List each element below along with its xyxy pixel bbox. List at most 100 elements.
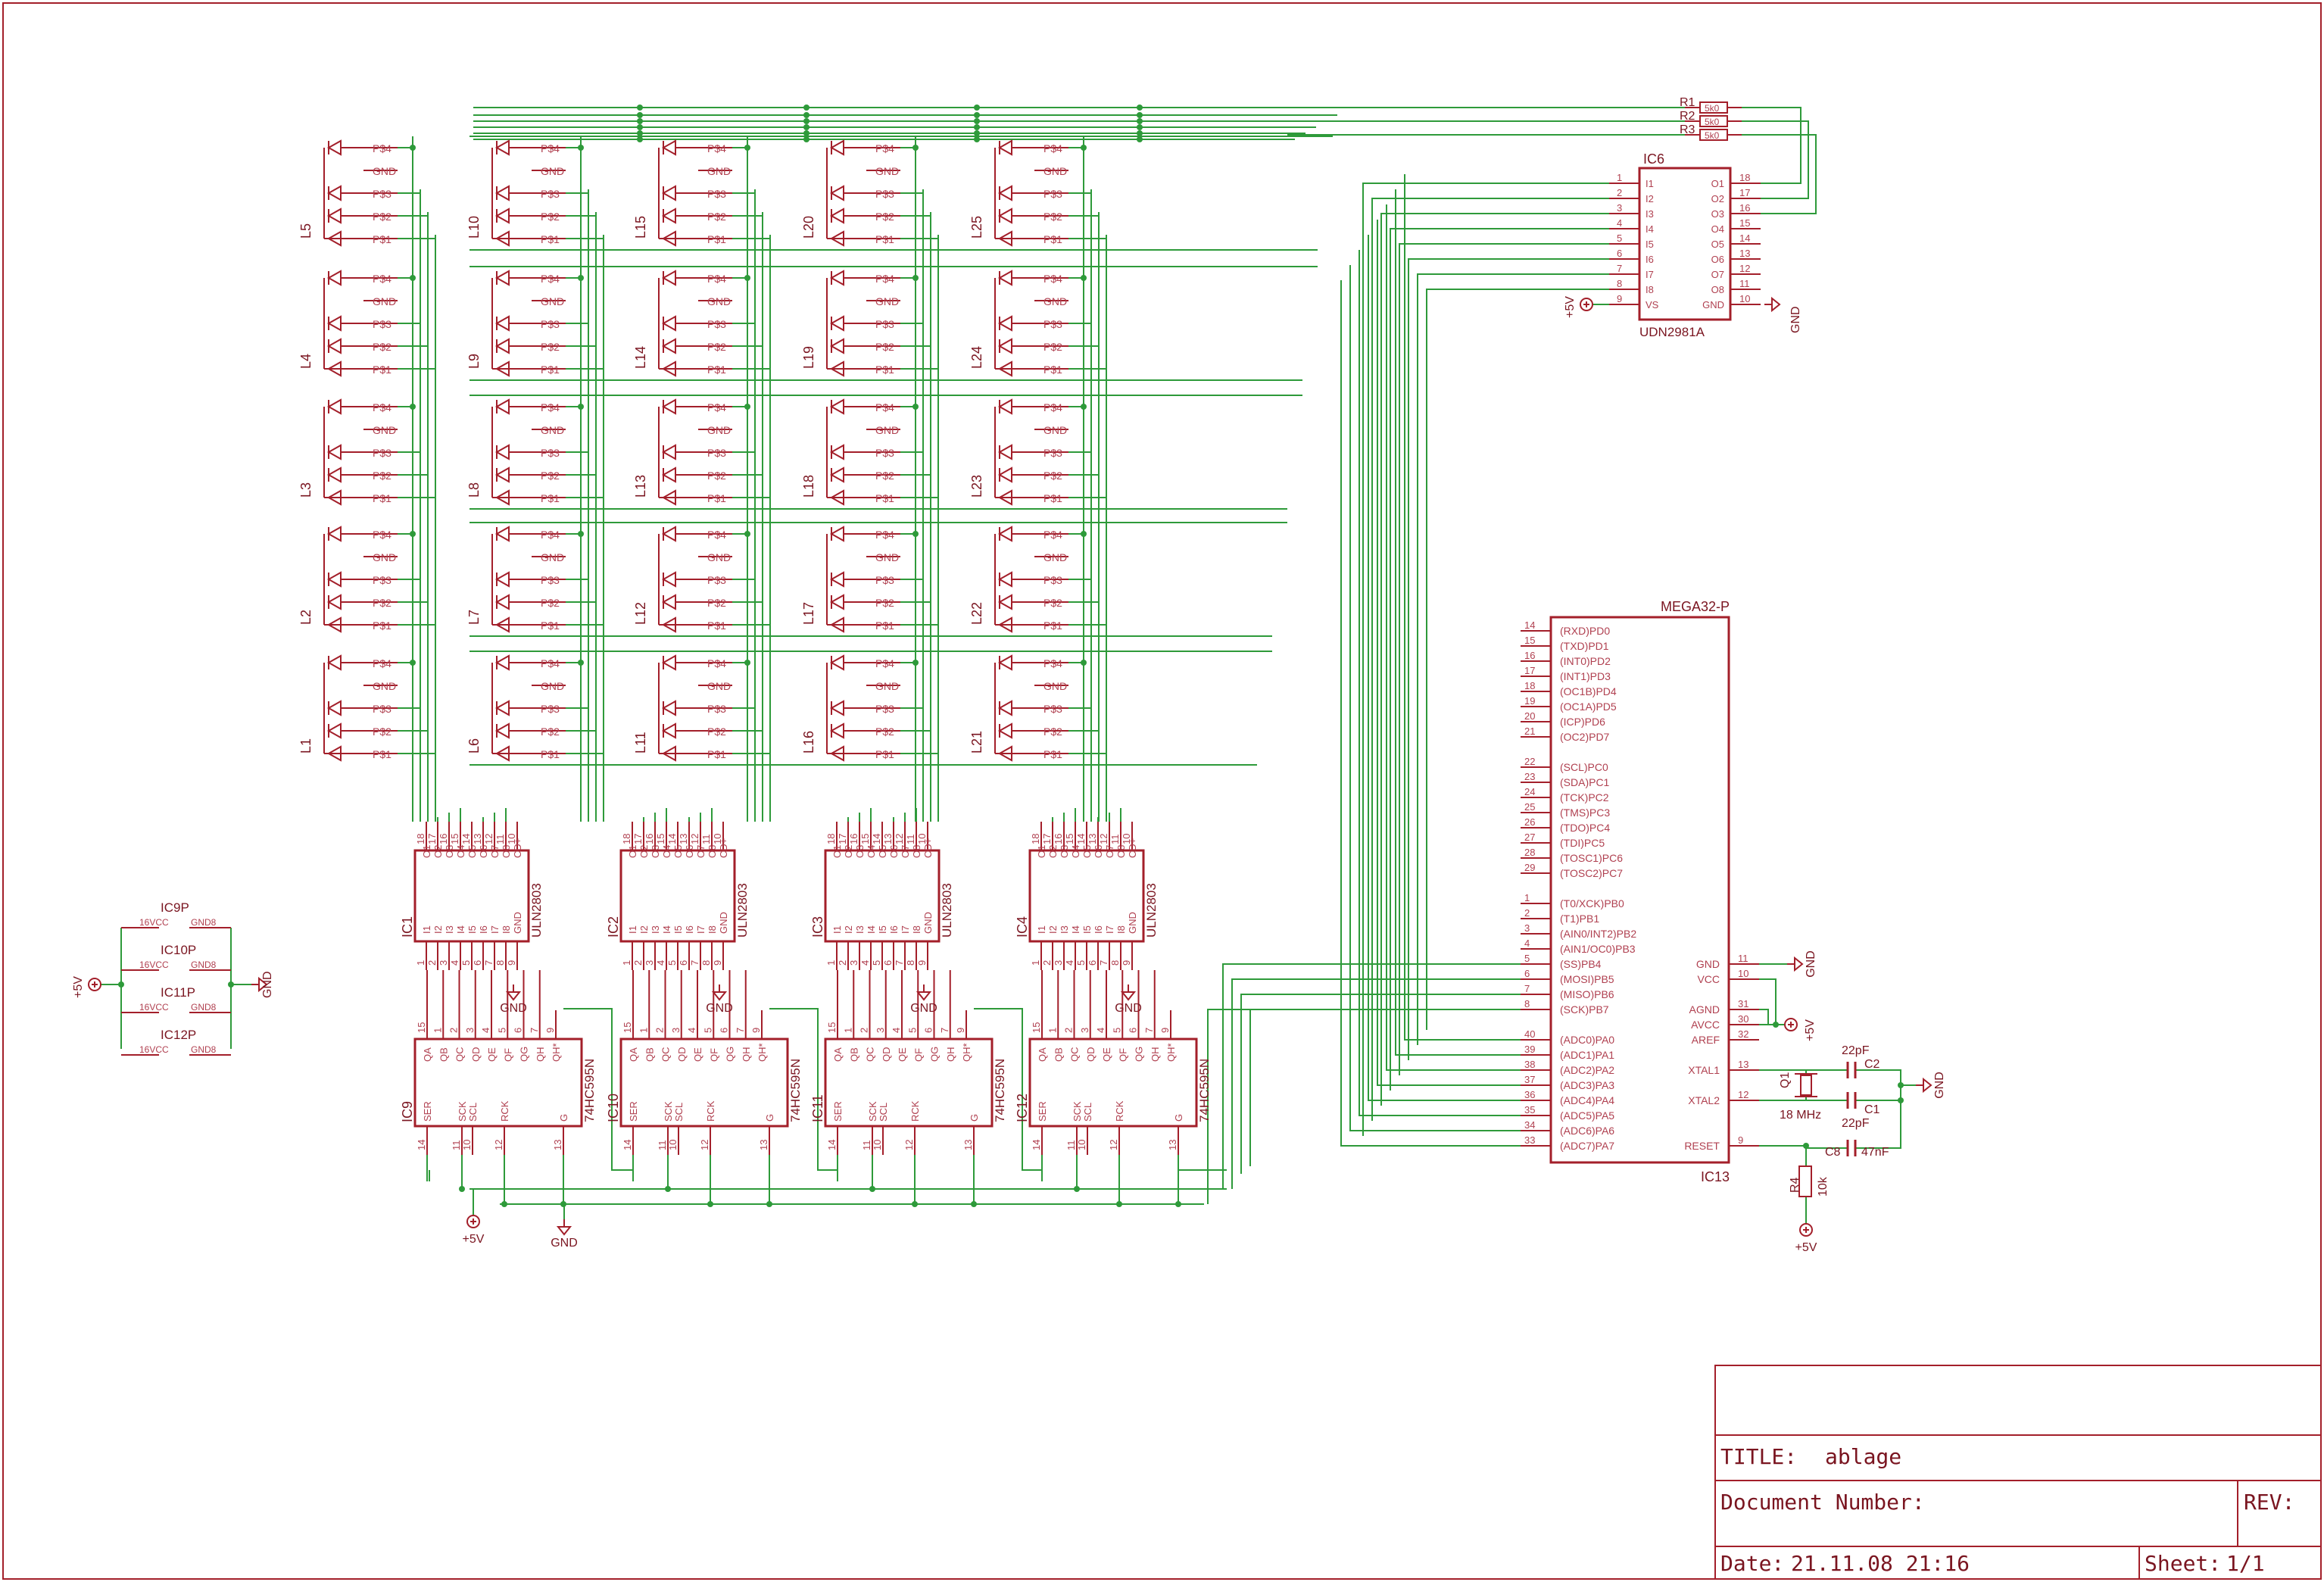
led-pin-label: P$4: [541, 401, 560, 413]
pin-label: I2: [1047, 925, 1059, 934]
led-pin-label: P$4: [707, 401, 726, 413]
led-pin-label: P$1: [373, 748, 391, 760]
led-pin-label: P$4: [541, 657, 560, 669]
wire-segment: [1340, 280, 1521, 1147]
led-pin-label: P$4: [1043, 529, 1062, 541]
pin-label: QH*: [961, 1043, 972, 1062]
pin-label: I1: [421, 925, 432, 934]
diode-triangle: [829, 700, 844, 716]
pin-label: QG: [929, 1047, 941, 1062]
chip-ref-label: IC10: [606, 1094, 621, 1122]
pin-label: AREF: [1692, 1034, 1720, 1046]
led-pin-label: GND: [875, 551, 899, 563]
pin-number: 2: [1524, 907, 1530, 919]
junction-dot: [803, 105, 810, 111]
power-block-plus5v-label: +5V: [72, 976, 85, 998]
pin-number: 33: [1524, 1134, 1535, 1146]
power-block-gnd-label: GND: [261, 971, 274, 998]
pin-label: QH*: [1165, 1043, 1177, 1062]
led-pin-label: P$1: [373, 233, 391, 245]
diode-triangle: [997, 398, 1012, 415]
pin-label: (TOSC1)PC6: [1560, 852, 1623, 864]
pin-label: I4: [661, 925, 672, 934]
led-pin-label: P$1: [707, 233, 726, 245]
junction-dot: [803, 130, 810, 136]
pin-number: 12: [1738, 1089, 1748, 1100]
pin-number: 20: [1524, 710, 1535, 722]
junction-dot: [803, 112, 810, 118]
diode-triangle: [494, 466, 510, 483]
led-ref-label: L22: [969, 602, 984, 625]
pin-number: 3: [1079, 1028, 1090, 1033]
diode-triangle: [997, 526, 1012, 542]
diode-triangle: [997, 230, 1012, 247]
pin-label: (ADC1)PA1: [1560, 1049, 1614, 1061]
pin-label: QH: [945, 1047, 956, 1062]
diode-triangle: [494, 594, 510, 610]
junction-dot: [637, 112, 643, 118]
diode-triangle: [494, 444, 510, 460]
pin-number: 4: [1524, 938, 1530, 949]
pin-label: QD: [881, 1047, 892, 1062]
led-pin-label: P$2: [875, 725, 894, 738]
led-pin-label: P$3: [1043, 188, 1062, 200]
diode-triangle: [829, 722, 844, 739]
pin-number: 3: [464, 1028, 476, 1033]
led-ref-label: L10: [466, 216, 482, 239]
diode-triangle: [661, 745, 676, 762]
led-ref-label: L16: [801, 731, 816, 754]
led-ref-label: L4: [298, 354, 314, 369]
pin-label: I4: [1070, 925, 1081, 934]
diode-triangle: [997, 700, 1012, 716]
pin-label: O8: [911, 845, 922, 858]
power-part-ref: IC10P: [161, 943, 196, 957]
pin-label: XTAL2: [1688, 1094, 1720, 1106]
diode-triangle: [494, 700, 510, 716]
chip-ref-label: IC9: [400, 1101, 415, 1122]
pin-number: 14: [1031, 1140, 1042, 1150]
pin-label: SCK: [457, 1101, 468, 1122]
chip-body: [619, 1038, 789, 1128]
pin-number: 14: [826, 1140, 838, 1150]
pin-number: 5: [906, 1028, 918, 1033]
pin-label: QE: [692, 1047, 703, 1062]
led-pin-label: P$3: [875, 447, 894, 459]
led-pin-label: GND: [707, 551, 731, 563]
led-pin-label: GND: [373, 680, 396, 692]
pin-number: 5: [1111, 1028, 1122, 1033]
diode-triangle: [326, 139, 342, 156]
pin-number: 4: [449, 960, 460, 966]
pin-label: (ADC2)PA2: [1560, 1064, 1614, 1076]
junction-dot: [637, 130, 643, 136]
pin-number: 34: [1524, 1119, 1535, 1131]
led-pin-label: GND: [1043, 680, 1067, 692]
pin-label: I5: [672, 925, 684, 934]
diode-triangle: [829, 338, 844, 354]
diode-triangle: [997, 139, 1012, 156]
chip-ref-label: IC3: [810, 916, 825, 938]
diode-triangle: [661, 700, 676, 716]
pin-label: QC: [865, 1047, 876, 1062]
pin-number: 10: [461, 1140, 473, 1150]
pin-label: O7: [900, 845, 911, 858]
pin-label: O3: [444, 845, 455, 858]
led-ref-label: L11: [633, 732, 648, 754]
diode-triangle: [494, 315, 510, 332]
pin-number: 9: [955, 1028, 966, 1033]
diode-triangle: [326, 230, 342, 247]
pin-label: RCK: [909, 1100, 921, 1122]
document-number-label: Document Number:: [1720, 1490, 1925, 1515]
pin-number: 15: [449, 834, 460, 844]
diode-triangle: [326, 616, 342, 633]
junction-dot: [974, 136, 980, 142]
pin-label: I4: [455, 925, 466, 934]
pin-label: I8: [911, 925, 922, 934]
diode-triangle: [661, 616, 676, 633]
led-pin-label: P$1: [541, 233, 560, 245]
wire-segment: [1386, 204, 1521, 1071]
pin-label: (OC1A)PD5: [1560, 701, 1617, 713]
pin-label: O1: [421, 845, 432, 858]
pin-label: O1: [627, 845, 638, 858]
